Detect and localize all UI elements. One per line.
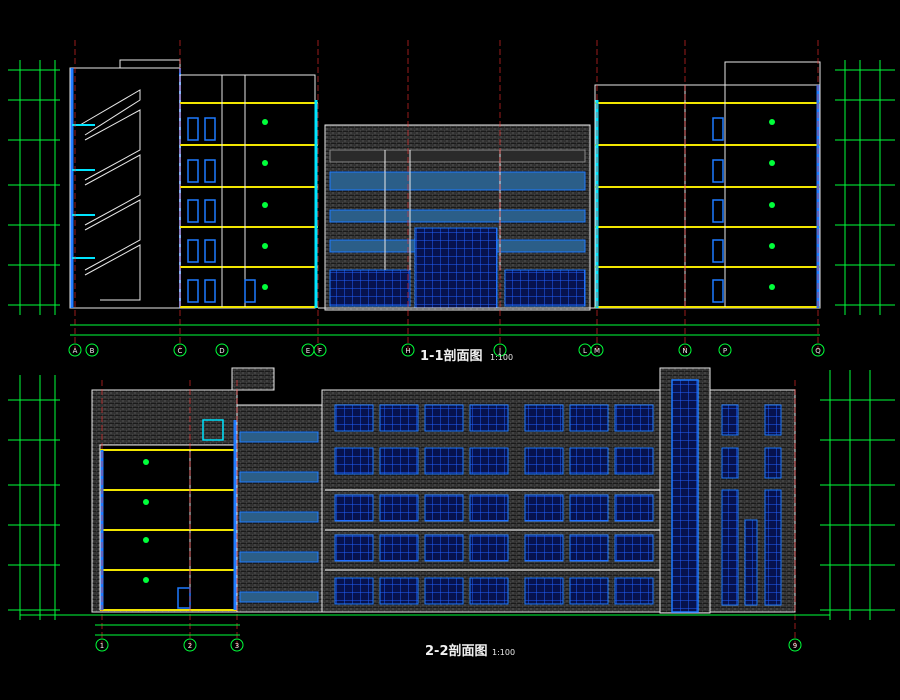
axis-label: M: [594, 347, 600, 355]
axis-label: H: [405, 347, 410, 355]
left-dimension-lines-2: [8, 375, 60, 620]
section-1-1: A B C D EF H J LM N P Q 1-1剖面图 1:100: [8, 40, 895, 364]
left-wing: [69, 59, 181, 309]
facade-window: [469, 404, 509, 432]
axis-grid-lines-2: [101, 380, 796, 650]
axis-bubble: [173, 343, 187, 357]
facade-window: [334, 534, 374, 562]
axis-bubble: [811, 343, 825, 357]
right-classroom-block: [594, 61, 821, 309]
right-wing-facade: [709, 389, 796, 613]
axis-bubble: [718, 343, 732, 357]
facade-window: [334, 494, 374, 522]
left-classroom-block: [179, 74, 318, 309]
facade-window: [379, 494, 419, 522]
facade-window: [424, 404, 464, 432]
facade-window: [569, 494, 609, 522]
corridor-balconies: [236, 404, 323, 613]
facade-window: [424, 494, 464, 522]
facade-window: [469, 577, 509, 605]
facade-window: [469, 494, 509, 522]
central-atrium: [318, 124, 595, 311]
facade-window: [469, 534, 509, 562]
axis-label: B: [90, 347, 95, 355]
facade-window: [379, 404, 419, 432]
axis-bubble: [215, 343, 229, 357]
section-2-title: 2-2剖面图: [425, 643, 488, 659]
axis-label: 3: [235, 642, 239, 650]
axis-bubble: [313, 343, 327, 357]
axis-grid-lines: [74, 40, 819, 350]
axis-bubble: [85, 343, 99, 357]
facade-window: [524, 404, 564, 432]
facade-window: [424, 577, 464, 605]
facade-window: [379, 534, 419, 562]
right-dimension-lines-2: [820, 370, 895, 620]
facade-window: [524, 494, 564, 522]
bottom-dimension-line: [70, 324, 820, 336]
facade-window: [379, 447, 419, 475]
section-1-scale: 1:100: [490, 353, 513, 362]
axis-bubble: [401, 343, 415, 357]
facade-window: [469, 447, 509, 475]
section-2-2: 1 2 3 9 2-2剖面图 1:100: [8, 367, 895, 659]
axis-bubble: [493, 343, 507, 357]
bottom-dimension-line-2: [20, 614, 830, 636]
facade-window: [614, 494, 654, 522]
axis-label: C: [178, 347, 183, 355]
facade-window: [334, 577, 374, 605]
axis-label: L: [583, 347, 587, 355]
section-2-cut-rooms: [91, 367, 275, 613]
stair-diagram: [79, 89, 141, 301]
axis-label: N: [682, 347, 687, 355]
axis-bubble: [95, 638, 109, 652]
axis-bubble: [230, 638, 244, 652]
axis-label: A: [73, 347, 78, 355]
axis-label: 2: [188, 642, 192, 650]
axis-label: D: [219, 347, 224, 355]
facade-window: [334, 447, 374, 475]
left-dimension-lines: [8, 60, 60, 315]
facade-window: [569, 577, 609, 605]
facade-windows: [325, 404, 660, 605]
glass-stair-tower: [659, 367, 711, 614]
facade-window: [614, 404, 654, 432]
facade-window: [614, 577, 654, 605]
facade-window: [614, 534, 654, 562]
main-facade: [321, 389, 663, 613]
axis-label: J: [498, 347, 501, 355]
facade-window: [569, 447, 609, 475]
facade-window: [524, 447, 564, 475]
facade-window: [524, 534, 564, 562]
section-2-scale: 1:100: [492, 648, 515, 657]
facade-window: [334, 404, 374, 432]
facade-window: [424, 447, 464, 475]
axis-label: 1: [100, 642, 104, 650]
facade-window: [379, 577, 419, 605]
facade-window: [614, 447, 654, 475]
facade-window: [569, 534, 609, 562]
axis-bubble: [788, 638, 802, 652]
axis-label: E: [306, 347, 310, 355]
right-dimension-lines: [835, 60, 895, 315]
facade-window: [524, 577, 564, 605]
axis-label: F: [318, 347, 322, 355]
axis-bubble: [590, 343, 604, 357]
axis-bubble: [183, 638, 197, 652]
axis-label: 9: [793, 642, 797, 650]
section-1-title: 1-1剖面图: [420, 348, 483, 364]
axis-label: Q: [815, 347, 821, 355]
axis-bubbles-2: 1 2 3 9: [95, 638, 802, 652]
facade-window: [424, 534, 464, 562]
axis-label: P: [723, 347, 727, 355]
axis-bubble: [678, 343, 692, 357]
axis-bubble: [68, 343, 82, 357]
facade-window: [569, 404, 609, 432]
